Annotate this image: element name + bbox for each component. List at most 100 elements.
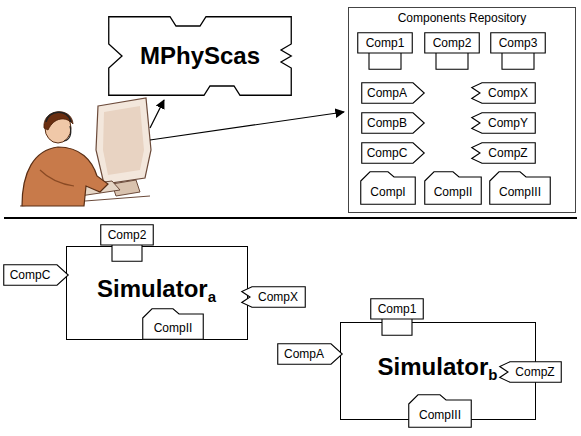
person-arm [40,170,74,186]
pointer-arrow [150,100,164,128]
node-label: CompA [284,348,324,360]
monitor-shape [96,98,151,184]
text-holder: Components Repository [349,10,575,26]
text-holder: CompX [250,286,306,308]
outline-path [361,172,416,205]
outline-path [472,143,536,164]
node-label: CompI [370,186,405,198]
outline-path [491,33,546,53]
node-label: Simulator [378,355,489,379]
text-holder: Comp3 [490,32,546,53]
component-box: CompA [277,343,343,365]
user-illustration [20,98,151,206]
framework-box: MPhyScas [108,16,292,96]
node-label: CompZ [515,366,554,378]
text-holder: Comp2 [100,224,154,245]
outline-path [109,17,292,96]
subscript-label: b [488,367,497,382]
person-hair [44,112,73,130]
outline-path [500,362,562,383]
component-box: CompC [3,264,69,286]
outline-path [371,299,424,319]
node-label: Comp2 [433,37,472,49]
text-holder: MPhyScas [108,16,292,96]
component-box: CompI [360,171,416,205]
node-label: CompIII [499,186,541,198]
component-box: CompX [470,82,536,104]
component-box: CompZ [470,142,536,164]
node-label: Comp1 [378,303,417,315]
node-label: CompIII [419,409,461,421]
node-label: CompB [367,117,407,129]
outline-path [278,344,343,365]
pointer-arrow [150,112,344,140]
outline-path [358,33,413,53]
text-holder: Comp2 [424,32,480,53]
text-holder: CompZ [508,361,562,383]
component-box: Comp2 [424,32,480,70]
outline-path [4,265,69,286]
component-box: CompIII [408,394,472,428]
outline-path [362,113,425,134]
outline-path [362,83,425,104]
outline-path [472,113,536,134]
node-label: Comp2 [108,229,147,241]
outline-path [436,52,468,69]
text-holder: Comp1 [357,32,413,53]
component-box: CompA [361,82,425,104]
node-label: CompII [154,322,193,334]
node-label: CompX [258,291,298,303]
text-holder: CompX [480,82,536,104]
repository-box: Components RepositoryComp1 Comp2 Comp3Comp… [348,7,576,213]
node-label: CompZ [488,147,527,159]
component-box: CompZ [498,361,562,383]
text-holder: CompA [277,343,331,365]
text-holder: CompI [360,179,416,205]
headset-band [46,112,71,122]
outline-path [101,225,154,245]
separator-line [4,217,577,219]
node-label: MPhyScas [140,44,260,68]
outline-path [425,33,480,53]
component-box: CompB [361,112,425,134]
component-box: CompII [142,308,204,340]
component-box: Comp3 [490,32,546,70]
component-box: CompC [361,142,425,164]
text-holder: CompIII [408,402,472,428]
text-holder: CompII [424,179,482,205]
component-box: Comp2 [100,224,154,262]
outline-path [490,172,551,205]
node-label: CompA [367,87,407,99]
outline-path [242,287,306,308]
text-holder: CompIII [489,179,551,205]
text-holder: CompZ [480,142,536,164]
component-box: CompIII [489,171,551,205]
outline-path [369,52,401,69]
outline-path [362,143,425,164]
component-box: CompX [240,286,306,308]
node-label: CompY [488,117,528,129]
node-label: CompX [488,87,528,99]
node-label: CompC [367,147,408,159]
node-label: Comp3 [499,37,538,49]
monitor-shade [103,106,144,175]
outline-path [112,244,142,261]
outline-path [143,309,204,340]
subscript-label: a [208,289,216,304]
text-holder: Comp1 [370,298,424,319]
person-body [22,147,108,206]
outline-path [382,318,412,335]
node-label: Simulator [97,277,208,301]
outline-path [502,52,534,69]
text-holder: CompA [361,82,413,104]
outline-path [425,172,482,205]
text-holder: CompC [3,264,57,286]
node-label: Components Repository [398,12,527,24]
node-label: CompII [434,186,473,198]
text-holder: CompC [361,142,413,164]
component-box: CompII [424,171,482,205]
headset-mic [64,126,71,141]
node-label: CompC [10,269,51,281]
outline-path [409,395,472,428]
